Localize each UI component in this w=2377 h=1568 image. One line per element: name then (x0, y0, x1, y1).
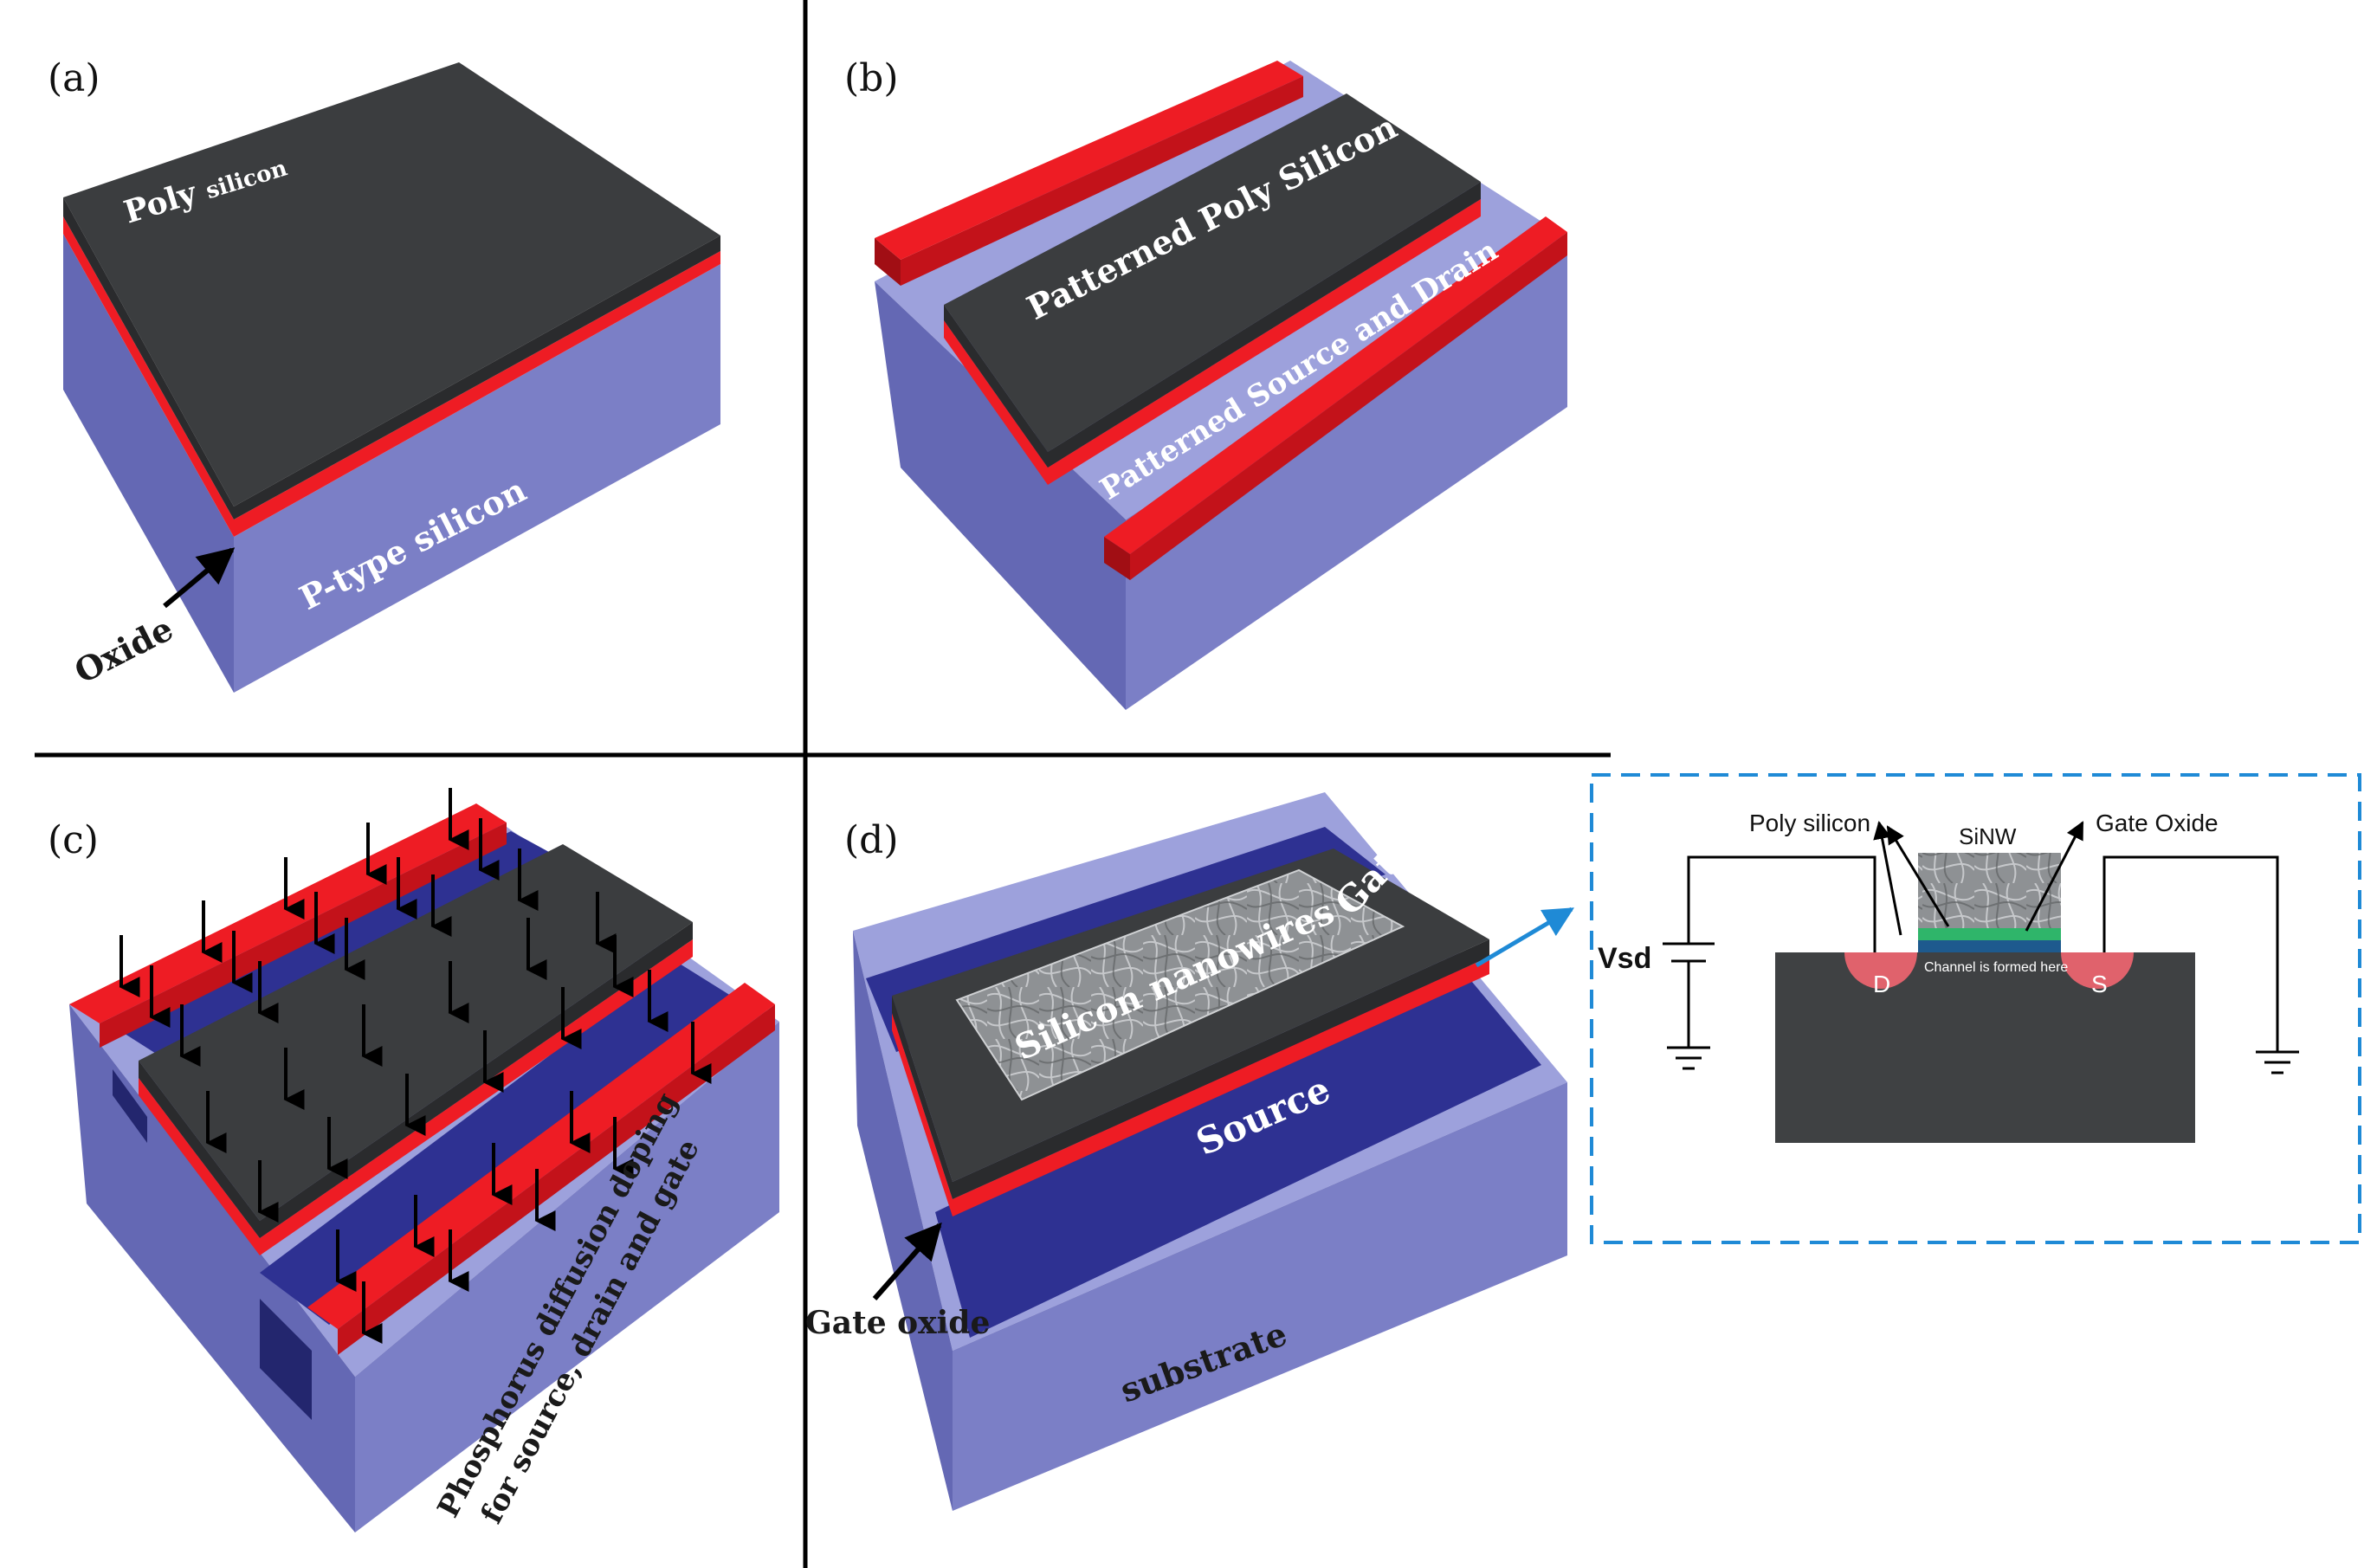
inset-poly-arrow (1873, 820, 1902, 936)
panel-b-substrate-side (875, 281, 1126, 710)
panel-d: (d) Drain Gate poly Silicon nanowires So… (805, 755, 1575, 1511)
inset-poly-source (2061, 857, 2104, 952)
panel-a-oxide-label: Oxide (68, 609, 179, 691)
inset-circuit-wiring (1663, 855, 2299, 1074)
panel-b-back-electrode-front (901, 76, 1303, 286)
panel-a-substrate-front (234, 264, 720, 693)
panel-dividers (35, 0, 1611, 1568)
inset-oxide-arrow (2025, 821, 2084, 932)
panel-b: (b) Patterned Poly Silicon Patterned Sou… (844, 56, 1567, 710)
panel-b-front-electrode-side (1104, 537, 1130, 580)
panel-b-substrate-front (1126, 238, 1567, 710)
inset-border (1590, 773, 2361, 1244)
panel-c-diffusion-arrows (119, 788, 712, 1344)
inset-gate-oxide-layer (1918, 928, 2061, 940)
panel-c-front-electrode-front (338, 1004, 775, 1355)
inset-sinw-image (1918, 853, 2061, 928)
panel-b-front-electrode-front (1130, 232, 1567, 580)
inset-sinw-label: SiNW (1959, 823, 2017, 849)
panel-d-source-region (935, 961, 1541, 1338)
panel-d-substrate-front (953, 1082, 1567, 1511)
inset-schematic: D S Channel is formed here SiNW Poly (1590, 773, 2361, 1244)
inset-d-label: D (1873, 971, 1890, 997)
inset-s-label: S (2091, 971, 2108, 997)
panel-c-doped-side (113, 1069, 147, 1143)
inset-gate-oxide-label: Gate Oxide (2096, 810, 2219, 836)
panel-d-tag: (d) (844, 818, 899, 862)
inset-channel-note: Channel is formed here (1924, 960, 2068, 975)
inset-substrate (1775, 952, 2195, 1143)
panel-b-poly-top (944, 94, 1481, 452)
panel-c: (c) (48, 788, 779, 1533)
panel-c-substrate-front (355, 1022, 779, 1533)
inset-poly-arrow-2 (1886, 825, 1950, 927)
panel-d-substrate-side (853, 931, 953, 1511)
panel-c-tag: (c) (48, 818, 99, 862)
panel-d-gate-oxide-label: Gate oxide (805, 1305, 990, 1341)
panel-c-doped-side-front (260, 1299, 312, 1420)
panel-c-back-electrode-front (100, 823, 507, 1048)
inset-source-terminal (2061, 952, 2134, 989)
inset-poly-drain (1875, 857, 1918, 952)
panel-d-nanowire-area (955, 868, 1405, 1101)
panel-b-front-electrode (1104, 216, 1567, 554)
panel-b-back-electrode-side (875, 238, 901, 286)
panel-d-inset-pointer (1475, 907, 1575, 968)
panel-c-substrate-side (69, 1004, 355, 1533)
panel-c-poly-top (139, 844, 693, 1221)
panel-c-doped-front (260, 961, 745, 1325)
panel-a-tag: (a) (48, 56, 100, 100)
inset-drain-terminal (1844, 952, 1917, 989)
panel-b-tag: (b) (844, 56, 899, 100)
panel-d-gate-oxide-arrow (872, 1222, 942, 1300)
panel-a: (a) Poly silicon P-type silicon Oxide (48, 56, 720, 693)
inset-vsd-label: Vsd (1598, 942, 1651, 975)
inset-channel-layer (1918, 940, 2061, 952)
inset-poly-label: Poly silicon (1749, 810, 1870, 836)
panel-a-poly-top (63, 62, 720, 507)
panel-b-back-electrode (875, 61, 1303, 260)
panel-a-oxide-arrow (163, 547, 236, 609)
panel-a-substrate-side (63, 234, 234, 693)
